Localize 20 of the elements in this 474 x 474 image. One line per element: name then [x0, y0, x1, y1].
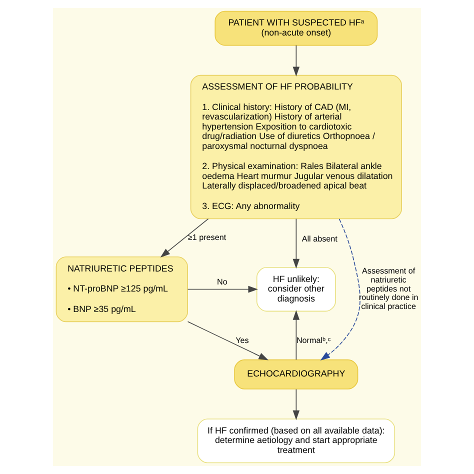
edge-label: Normalᵇ,ᶜ [296, 336, 331, 345]
node-box: PATIENT WITH SUSPECTED HFᵃ (non-acute onset) [214, 10, 378, 46]
node-box: HF unlikely: consider other diagnosis [256, 267, 336, 312]
node-box: ECHOCARDIOGRAPHY [234, 359, 358, 390]
edge-label: No [217, 277, 228, 286]
edge-label: All absent [302, 234, 338, 244]
arrow [292, 218, 300, 269]
arrow [292, 310, 300, 360]
edge-label: Yes [236, 336, 249, 345]
arrow [187, 321, 268, 360]
node-box: NATRIURETIC PEPTIDES • NT-proBNP ≥125 pg/mL • BNP ≥35 pg/mL [56, 256, 188, 322]
edge-label: ≥1 present [188, 232, 226, 242]
arrow [320, 218, 360, 360]
node-box: ASSESSMENT OF HF PROBABILITY 1. Clinical history: History of CAD (MI, revascularization) History of arterial hypertension Exposition to cardiotoxic drug/radiation Use of diuretics Orthopnoea / paroxysmal nocturnal dyspnoea 2. Physical examination: Rales Bilateral ankle oedema Heart murmur Jugular venous dilatation Laterally displaced/broadened apical beat 3. ECG: Any abnormality [190, 74, 402, 220]
arrow [292, 44, 300, 76]
arrow [187, 286, 258, 293]
arrow [160, 218, 209, 258]
arrow [292, 388, 300, 420]
edge-label: Assessment of natriuretic peptides not routinely done in clinical practice [358, 266, 418, 312]
node-box: If HF confirmed (based on all available data): determine aetiology and start appropriate treatment [197, 418, 396, 464]
